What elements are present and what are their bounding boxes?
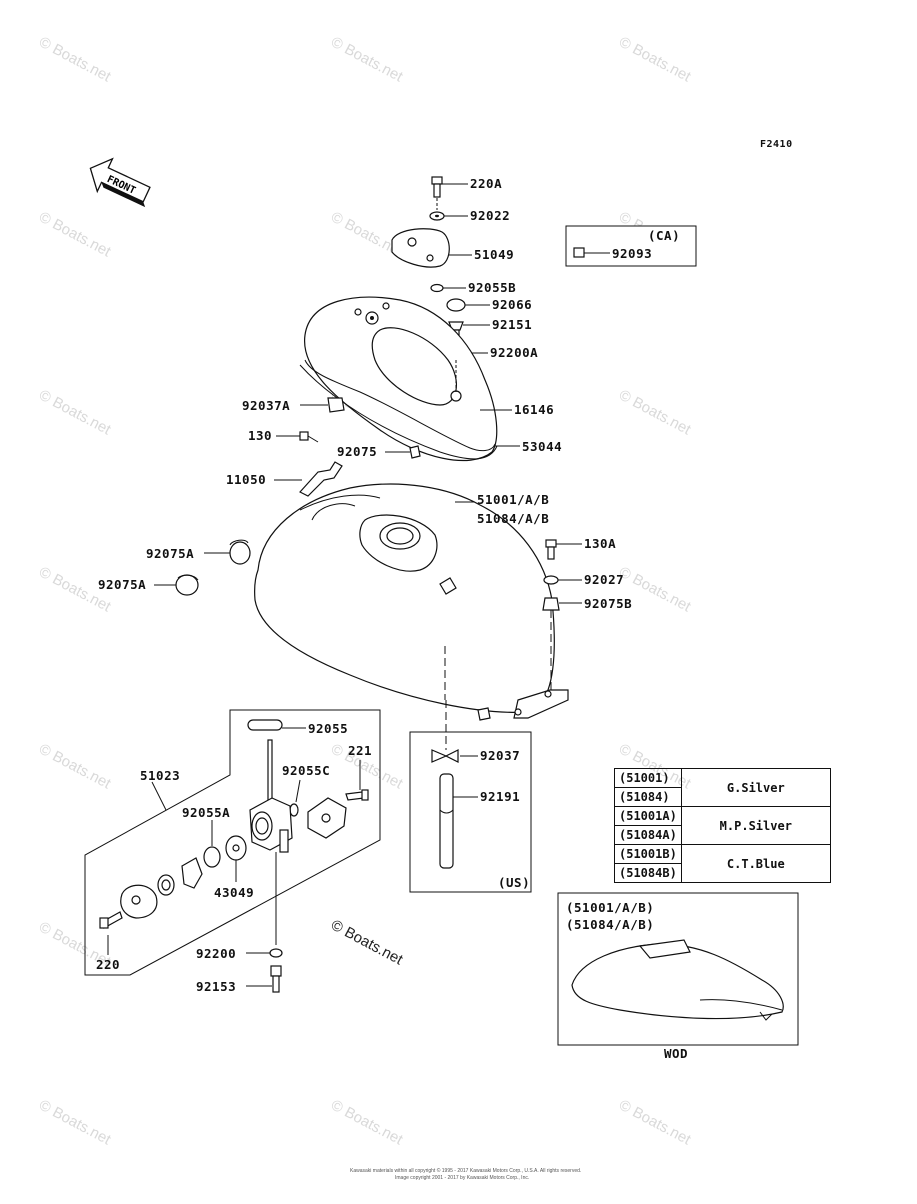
color-name-cell: G.Silver: [680, 768, 831, 807]
color-row: (51001A) M.P.Silver: [614, 806, 831, 845]
part-number-cell: (51001): [614, 768, 682, 788]
part-label: 92151: [492, 317, 532, 332]
washer-92022: [429, 211, 468, 221]
gasket-92055: [247, 719, 306, 731]
oring-92055B: [430, 283, 466, 293]
part-label: 92027: [584, 572, 624, 587]
part-label: 92075A: [98, 577, 146, 592]
damper-92075: [385, 445, 421, 459]
front-arrow-icon: FRONT: [89, 157, 151, 208]
watermark: © Boats.net: [36, 387, 114, 439]
watermark: © Boats.net: [36, 209, 114, 261]
watermark: © Boats.net: [616, 1097, 694, 1149]
part-label: 11050: [226, 472, 266, 487]
oring-92055A: [203, 820, 221, 868]
part-label: 43049: [214, 885, 254, 900]
plate-92055C: [289, 779, 347, 839]
part-label: 92066: [492, 297, 532, 312]
part-label: 92055B: [468, 280, 516, 295]
bolt-130A: [545, 539, 582, 560]
color-row: (51001) G.Silver: [614, 768, 831, 807]
part-label: 92075B: [584, 596, 632, 611]
part-label: 92055: [308, 721, 348, 736]
cover-51049: [391, 228, 472, 268]
watermark: © Boats.net: [328, 1097, 406, 1149]
part-label: 92037A: [242, 398, 290, 413]
fuel-tank-51001: [254, 483, 569, 721]
watermark-inline: © Boats.net: [328, 917, 406, 969]
figure-id: F2410: [760, 139, 793, 150]
watermark: © Boats.net: [36, 741, 114, 793]
part-number-cell: (51084B): [614, 863, 682, 883]
copyright-line2: Image copyright 2001 - 2017 by Kawasaki …: [395, 1175, 529, 1181]
part-number-cell: (51001B): [614, 844, 682, 864]
watermark: © Boats.net: [36, 1097, 114, 1149]
copyright-line1: Kawasaki materials within all copyright …: [350, 1167, 581, 1174]
part-label: 92200A: [490, 345, 538, 360]
bolt-92153: [246, 965, 282, 993]
part-label: 220: [96, 957, 120, 972]
bolt-220A: [431, 176, 468, 198]
part-label: 221: [348, 743, 372, 758]
wod-line2: (51084/A/B): [566, 917, 654, 932]
part-label: 130: [248, 428, 272, 443]
fuel-cock-group: [84, 709, 381, 976]
bolt-130: [276, 431, 319, 443]
damper-92075B: [542, 597, 582, 690]
clip-92037A: [300, 397, 345, 413]
watermark: © Boats.net: [616, 34, 694, 86]
watermark: © Boats.net: [36, 34, 114, 86]
damper-92075A-upper: [204, 539, 251, 565]
part-label: 92055A: [182, 805, 230, 820]
part-label: 130A: [584, 536, 616, 551]
color-row: (51084B): [614, 863, 831, 883]
color-name-cell: C.T.Blue: [680, 844, 831, 883]
part-label: 92075: [337, 444, 377, 459]
ca-title: (CA): [648, 228, 680, 243]
part-number-cell: (51001A): [614, 806, 682, 826]
wod-caption: WOD: [664, 1046, 688, 1061]
color-row: (51001B) C.T.Blue: [614, 844, 831, 883]
part-label: 92075A: [146, 546, 194, 561]
part-label: 92022: [470, 208, 510, 223]
part-label: 92153: [196, 979, 236, 994]
part-label: 220A: [470, 176, 502, 191]
part-label: 51049: [474, 247, 514, 262]
part-label: 51023: [140, 768, 180, 783]
trim-53044: [299, 364, 520, 460]
us-title: (US): [498, 875, 530, 890]
wod-box: (51001/A/B) (51084/A/B) WOD: [557, 892, 799, 1061]
wod-line1: (51001/A/B): [566, 900, 654, 915]
watermark: © Boats.net: [328, 34, 406, 86]
part-label: 92093: [612, 246, 652, 261]
part-label: 92200: [196, 946, 236, 961]
screw-220: [99, 911, 123, 955]
fuel-cock-body: [249, 739, 293, 945]
cap-92066: [446, 298, 490, 312]
part-label: 51084/A/B: [477, 511, 549, 526]
color-name-cell: M.P.Silver: [680, 806, 831, 845]
knob-parts: [120, 857, 203, 919]
watermark: © Boats.net: [616, 387, 694, 439]
collar-92200: [246, 948, 283, 958]
part-label: 92191: [480, 789, 520, 804]
us-box: (US): [409, 700, 532, 893]
part-label: 51001/A/B: [477, 492, 549, 507]
lever-43049: [225, 835, 247, 882]
damper-92075A-lower: [154, 574, 199, 596]
part-number-cell: (51084A): [614, 825, 682, 845]
part-label: 16146: [514, 402, 554, 417]
bracket-11050: [274, 461, 343, 497]
console-cover-16146: [304, 296, 512, 462]
color-table: (51001) G.Silver (51084) (51001A) M.P.Si…: [614, 768, 831, 883]
part-number-cell: (51084): [614, 787, 682, 807]
part-label: 53044: [522, 439, 562, 454]
ca-box: (CA) 92093: [565, 225, 697, 267]
washer-92027: [543, 575, 582, 585]
part-label: 92055C: [282, 763, 330, 778]
screw-221: [345, 760, 369, 801]
part-label: 92037: [480, 748, 520, 763]
